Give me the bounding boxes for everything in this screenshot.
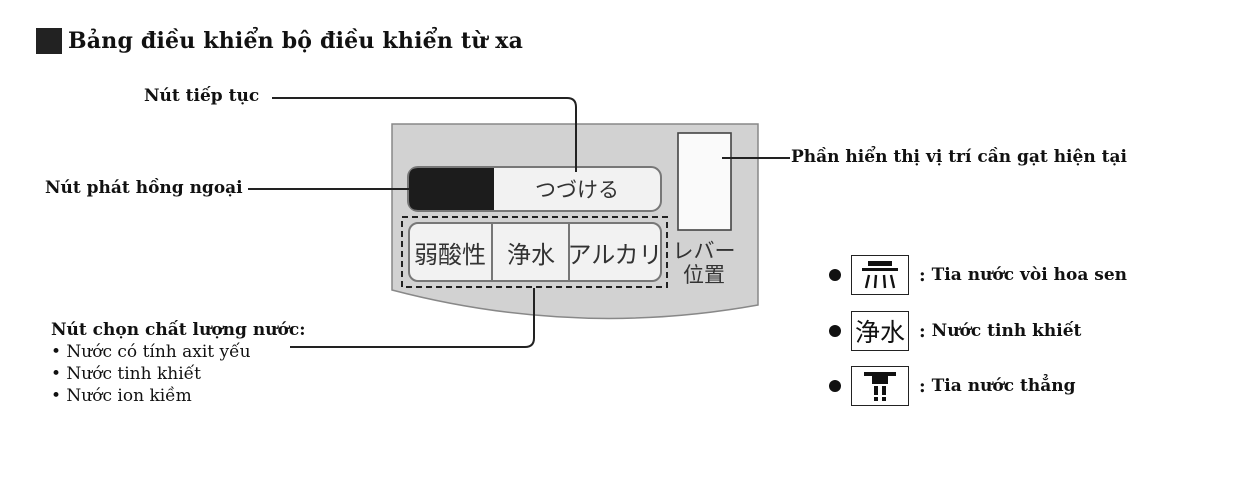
page-title: Bảng điều khiển bộ điều khiển từ xa <box>36 28 523 54</box>
quality-item-purified: • Nước tinh khiết <box>51 364 201 384</box>
callout-lever-display: Phần hiển thị vị trí cần gạt hiện tại <box>791 147 1127 167</box>
legend-separator: : <box>919 264 926 286</box>
legend-label-straight: Tia nước thẳng <box>931 376 1076 396</box>
quality-item-alkaline: • Nước ion kiềm <box>51 386 192 406</box>
lever-display-window <box>677 132 732 231</box>
legend-bullet <box>829 380 841 392</box>
legend-separator: : <box>919 320 926 342</box>
legend-label-purified: Nước tinh khiết <box>931 321 1082 341</box>
legend-row-shower: : Tia nước vòi hoa sen <box>829 255 1127 295</box>
lever-label-line1: レバー <box>673 239 736 263</box>
ir-key <box>409 168 494 210</box>
callout-continue-button: Nút tiếp tục <box>144 86 260 106</box>
legend-row-straight: : Tia nước thẳng <box>829 366 1076 406</box>
legend-label-shower: Tia nước vòi hoa sen <box>931 265 1127 285</box>
callout-ir-button: Nút phát hồng ngoại <box>45 178 243 198</box>
quality-button-weak-acid: 弱酸性 <box>414 241 486 269</box>
continue-key-label: つづける <box>535 178 619 202</box>
purified-water-icon: 浄水 <box>851 311 909 351</box>
quality-dashed-frame <box>401 216 668 288</box>
callout-quality-block: Nút chọn chất lượng nước: • Nước có tính… <box>51 320 306 406</box>
quality-button-purified: 浄水 <box>507 241 555 269</box>
quality-item-weak-acid: • Nước có tính axit yếu <box>51 342 251 362</box>
legend-bullet <box>829 269 841 281</box>
lever-label-line2: 位置 <box>683 263 725 287</box>
title-text: Bảng điều khiển bộ điều khiển từ xa <box>68 28 524 54</box>
leader-continue <box>272 97 577 172</box>
quality-button-frame <box>408 222 662 282</box>
quality-heading: Nút chọn chất lượng nước: <box>51 320 306 340</box>
legend-separator: : <box>919 375 926 397</box>
straight-stream-icon <box>851 366 909 406</box>
legend-bullet <box>829 325 841 337</box>
quality-button-alkaline: アルカリ <box>567 241 662 269</box>
shower-icon <box>851 255 909 295</box>
title-square-marker <box>36 28 62 54</box>
legend-row-purified: 浄水 : Nước tinh khiết <box>829 311 1081 351</box>
leader-quality <box>290 288 535 348</box>
